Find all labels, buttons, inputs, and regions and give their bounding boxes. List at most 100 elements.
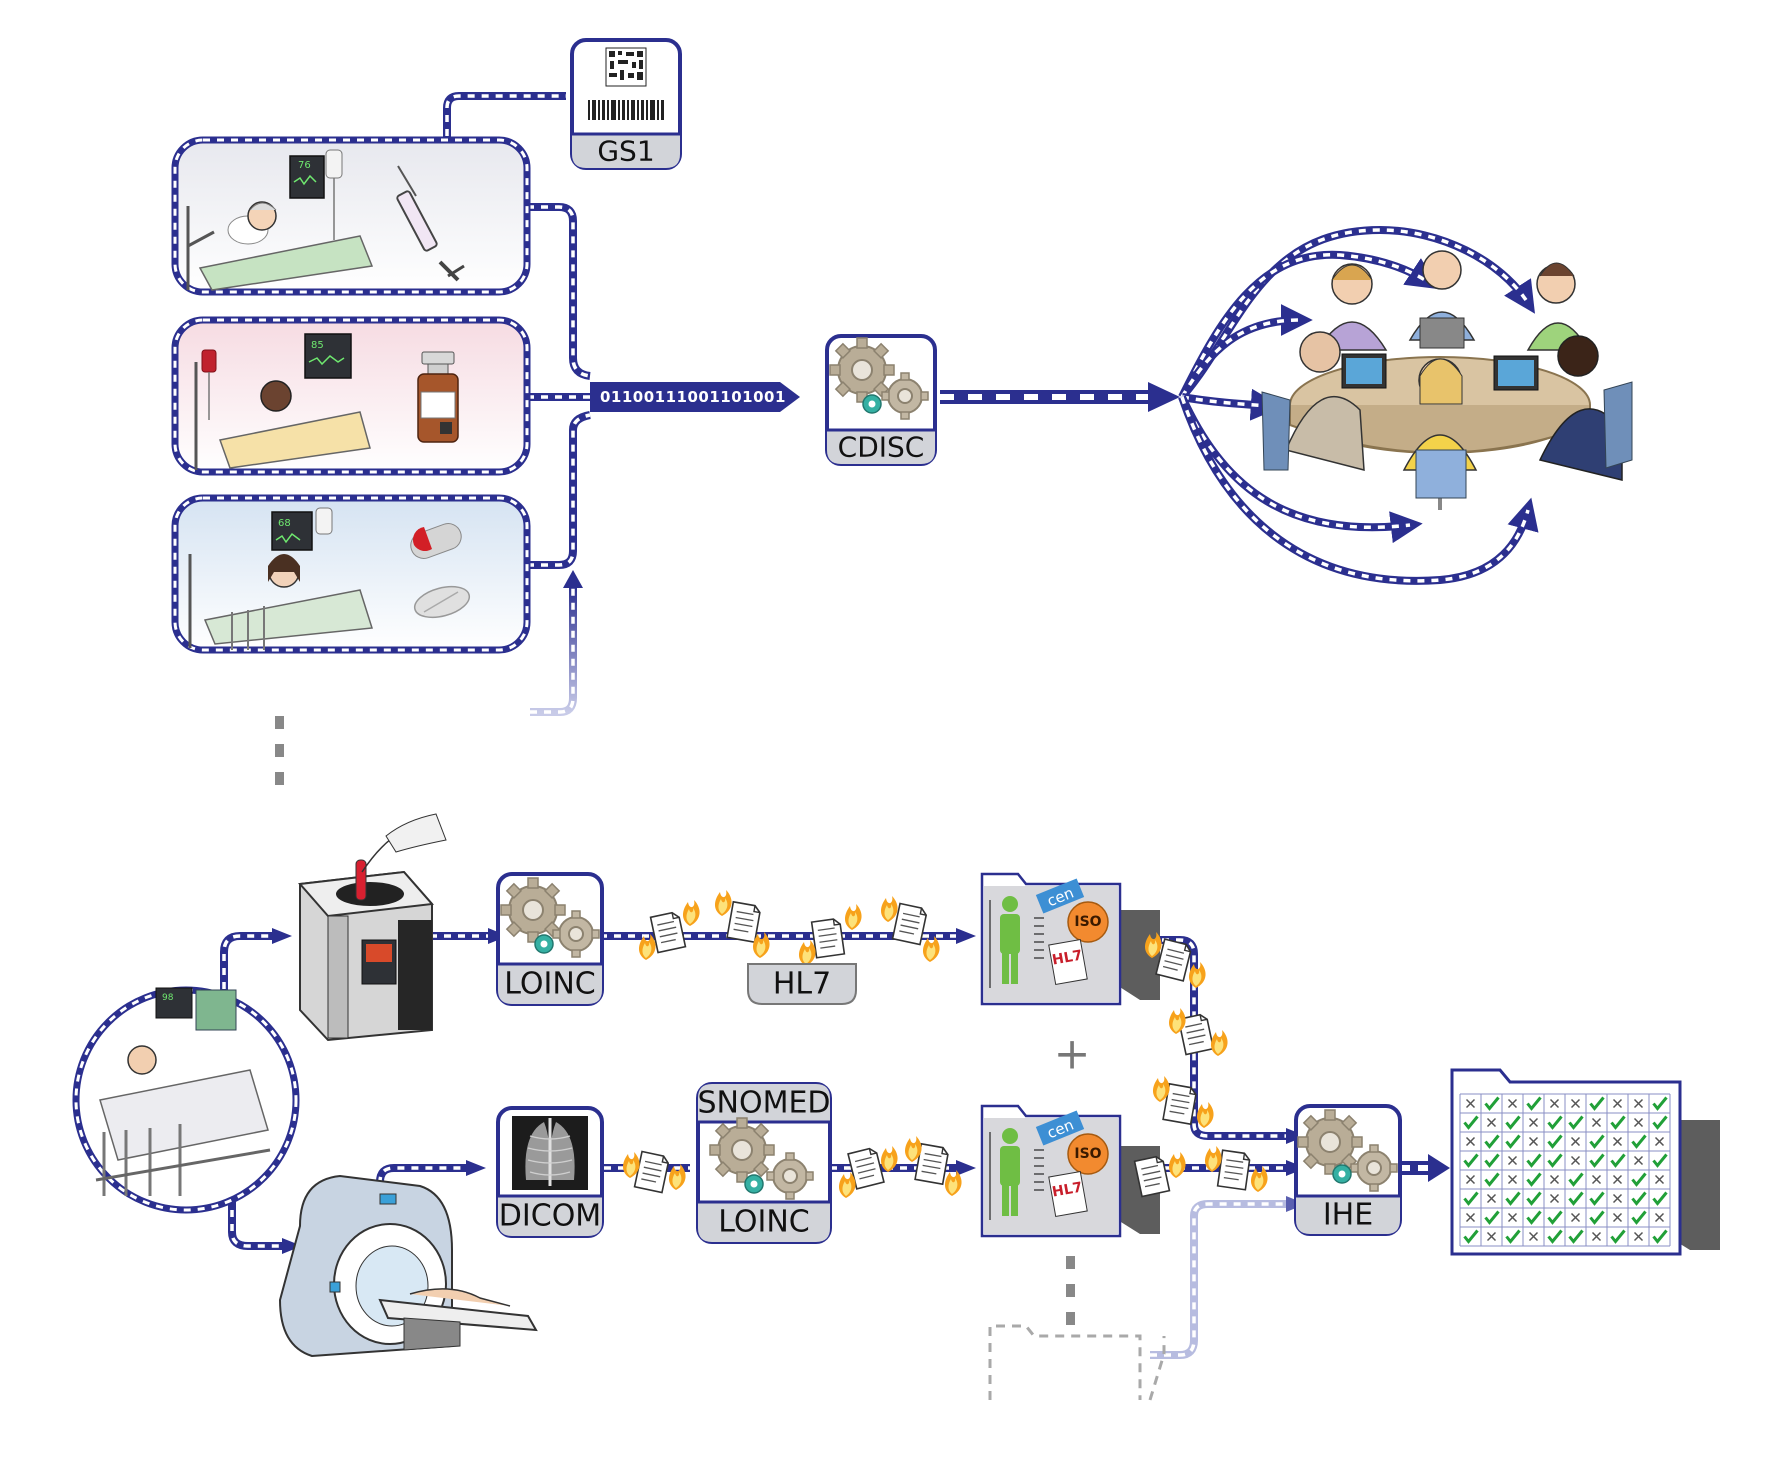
- cross-mark: [1507, 1212, 1518, 1223]
- check-mark: [1463, 1153, 1479, 1168]
- check-mark: [1568, 1191, 1584, 1206]
- hospital-bed-icon: 98: [95, 987, 271, 1196]
- cross-mark: [1465, 1212, 1476, 1223]
- check-mark: [1610, 1229, 1626, 1244]
- document-icon: [649, 910, 687, 954]
- ihe-standard: IHE: [1294, 1104, 1402, 1236]
- hl7-standard: HL7: [747, 963, 857, 1005]
- hospital-bed-icon: 85: [194, 333, 371, 470]
- mri-scanner-icon: [278, 1174, 538, 1358]
- iso-badge: ISO: [1067, 1133, 1109, 1175]
- cross-mark: [1465, 1098, 1476, 1109]
- cross-mark: [1528, 1136, 1539, 1147]
- check-mark: [1526, 1172, 1542, 1187]
- cross-mark: [1528, 1231, 1539, 1242]
- patient-scene-3: 68: [171, 494, 531, 654]
- dicom-messages: [623, 1150, 686, 1194]
- document-icon: [810, 917, 846, 959]
- cdisc-standard: CDISC: [825, 334, 937, 466]
- check-mark: [1526, 1153, 1542, 1168]
- cross-mark: [1612, 1098, 1623, 1109]
- syringe-icon: [396, 165, 465, 282]
- cross-mark: [1528, 1117, 1539, 1128]
- check-mark: [1505, 1191, 1521, 1206]
- monitor-reading-1: 76: [298, 160, 311, 171]
- check-mark: [1589, 1096, 1605, 1111]
- cross-mark: [1654, 1212, 1665, 1223]
- cross-mark: [1612, 1193, 1623, 1204]
- cross-mark: [1654, 1174, 1665, 1185]
- cross-mark: [1570, 1212, 1581, 1223]
- binary-data-bar: [590, 382, 800, 412]
- cross-mark: [1507, 1155, 1518, 1166]
- hl7-messages-top: [639, 890, 940, 966]
- check-mark: [1505, 1229, 1521, 1244]
- check-mark: [1652, 1153, 1668, 1168]
- top-flow-lines: 01100111001101001: [443, 92, 1539, 716]
- loinc-label-2: LOINC: [718, 1205, 810, 1240]
- check-mark: [1484, 1134, 1500, 1149]
- monitor-reading-2: 85: [311, 340, 324, 351]
- monitor-reading-3: 68: [278, 518, 291, 529]
- check-mark: [1568, 1172, 1584, 1187]
- capsule-icon: [410, 523, 462, 559]
- loinc-standard: LOINC: [496, 872, 604, 1006]
- check-mark: [1631, 1134, 1647, 1149]
- cross-mark: [1633, 1098, 1644, 1109]
- cross-mark: [1465, 1174, 1476, 1185]
- cross-mark: [1612, 1136, 1623, 1147]
- cross-mark: [1486, 1117, 1497, 1128]
- check-mark: [1631, 1210, 1647, 1225]
- cross-mark: [1570, 1155, 1581, 1166]
- check-mark: [1610, 1153, 1626, 1168]
- ihe-label: IHE: [1323, 1198, 1373, 1233]
- check-mark: [1589, 1134, 1605, 1149]
- check-mark: [1589, 1210, 1605, 1225]
- vial-icon: [417, 351, 459, 443]
- check-mark: [1505, 1134, 1521, 1149]
- document-icon: [1216, 1149, 1252, 1191]
- gs1-label: GS1: [597, 135, 654, 168]
- dicom-standard: DICOM: [496, 1106, 604, 1238]
- dicom-label: DICOM: [499, 1199, 601, 1234]
- check-mark: [1631, 1191, 1647, 1206]
- cross-mark: [1633, 1117, 1644, 1128]
- svg-text:ISO: ISO: [1074, 1146, 1101, 1162]
- snomed-loinc-standard: SNOMED LOINC: [696, 1082, 832, 1244]
- cross-mark: [1570, 1098, 1581, 1109]
- check-mark: [1652, 1229, 1668, 1244]
- gs1-standard: GS1: [570, 38, 682, 170]
- cross-mark: [1591, 1174, 1602, 1185]
- patient-folder-icon: cen ISO HL7: [980, 1104, 1160, 1238]
- check-mark: [1484, 1153, 1500, 1168]
- tablet-icon: [413, 585, 471, 619]
- check-mark: [1484, 1210, 1500, 1225]
- check-mark: [1547, 1229, 1563, 1244]
- document-icon: [633, 1150, 671, 1194]
- ghost-folder: [988, 1324, 1166, 1401]
- check-mark: [1568, 1229, 1584, 1244]
- check-mark: [1547, 1134, 1563, 1149]
- check-mark: [1631, 1172, 1647, 1187]
- check-mark: [1547, 1153, 1563, 1168]
- cross-mark: [1633, 1155, 1644, 1166]
- check-mark: [1526, 1210, 1542, 1225]
- binary-stream-text: 01100111001101001: [600, 388, 786, 406]
- check-mark: [1547, 1210, 1563, 1225]
- patient-scene-1: 76: [171, 136, 531, 296]
- cross-mark: [1654, 1136, 1665, 1147]
- cross-mark: [1465, 1136, 1476, 1147]
- check-mark: [1484, 1096, 1500, 1111]
- cross-mark: [1549, 1174, 1560, 1185]
- hl7-badge: HL7: [1048, 938, 1088, 986]
- check-mark: [1526, 1191, 1542, 1206]
- check-mark: [1526, 1096, 1542, 1111]
- check-mark: [1484, 1172, 1500, 1187]
- cross-mark: [1549, 1098, 1560, 1109]
- more-records-ellipsis: [1066, 1256, 1075, 1325]
- checklist-grid: [1459, 1093, 1671, 1247]
- cross-mark: [1591, 1117, 1602, 1128]
- cross-mark: [1633, 1231, 1644, 1242]
- xray-icon: [512, 1116, 588, 1190]
- cross-mark: [1612, 1212, 1623, 1223]
